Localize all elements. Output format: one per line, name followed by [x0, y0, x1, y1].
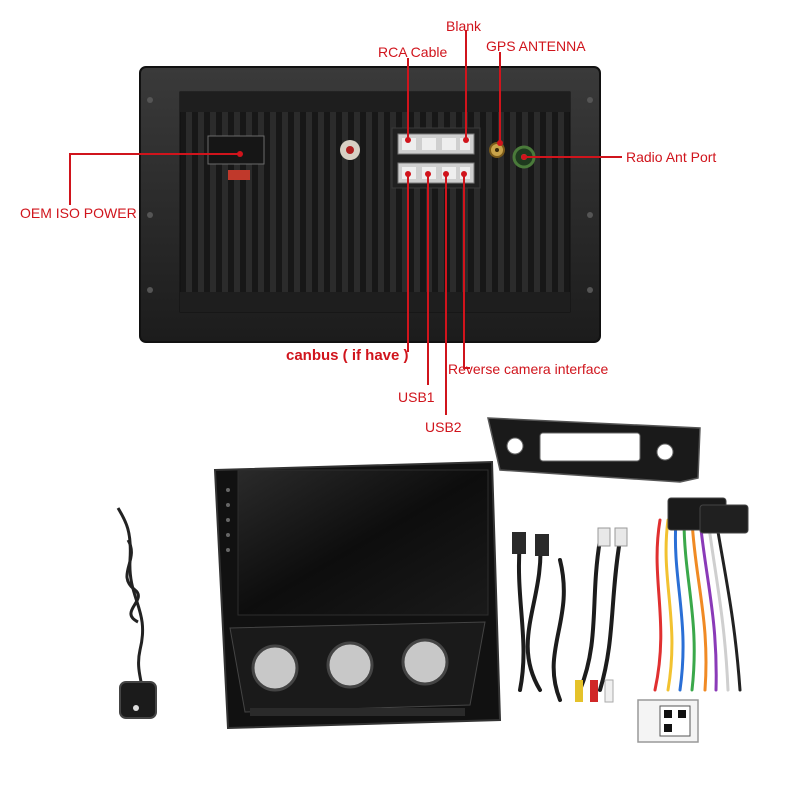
label-reverse-camera: Reverse camera interface	[448, 361, 609, 377]
label-rca-cable: RCA Cable	[378, 44, 448, 60]
label-oem-iso-power: OEM ISO POWER	[20, 205, 137, 221]
label-gps-antenna: GPS ANTENNA	[486, 38, 586, 54]
label-usb1: USB1	[398, 389, 435, 405]
gps-antenna-accessory	[116, 507, 157, 719]
cable-harnesses	[512, 497, 749, 743]
leader-lines	[69, 30, 622, 415]
label-canbus: canbus ( if have )	[286, 347, 409, 364]
trim-bezel	[487, 417, 701, 483]
head-unit-back	[139, 66, 601, 343]
label-radio-ant-port: Radio Ant Port	[626, 149, 717, 165]
label-usb2: USB2	[425, 419, 462, 435]
head-unit-front	[213, 460, 502, 730]
reverse-camera-line	[463, 174, 470, 369]
oem-iso-power-line	[69, 153, 240, 205]
label-blank: Blank	[446, 18, 482, 34]
